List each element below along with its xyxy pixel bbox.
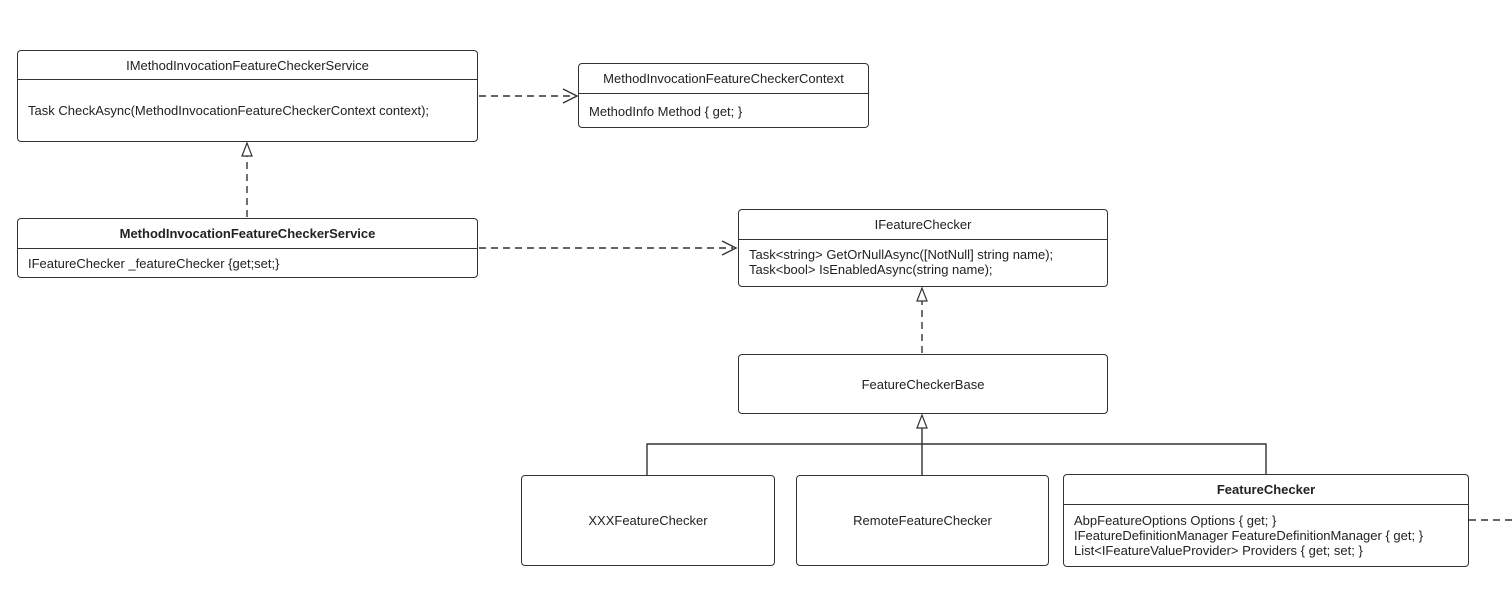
class-members: Task CheckAsync(MethodInvocationFeatureC…: [18, 80, 477, 118]
class-name: MethodInvocationFeatureCheckerContext: [579, 64, 868, 94]
member-line: AbpFeatureOptions Options { get; }: [1074, 513, 1277, 528]
class-name: FeatureCheckerBase: [861, 376, 985, 392]
class-box-ifeaturechecker[interactable]: IFeatureChecker Task<string> GetOrNullAs…: [738, 209, 1108, 287]
member-line: IFeatureDefinitionManager FeatureDefinit…: [1074, 528, 1424, 543]
realization-arrow-base-to-ifeaturechecker: [916, 286, 928, 353]
realization-arrow-service-to-iservice: [241, 141, 253, 217]
class-box-remotefeaturechecker[interactable]: RemoteFeatureChecker: [796, 475, 1049, 566]
class-members: MethodInfo Method { get; }: [579, 94, 868, 119]
class-box-imethodinvocationfeaturecheckerservice[interactable]: IMethodInvocationFeatureCheckerService T…: [17, 50, 478, 142]
class-members: IFeatureChecker _featureChecker {get;set…: [18, 249, 477, 271]
class-name: XXXFeatureChecker: [588, 513, 708, 528]
dependency-arrow-service-to-ifeaturechecker: [479, 240, 738, 256]
class-name: MethodInvocationFeatureCheckerService: [18, 219, 477, 249]
class-box-xxxfeaturechecker[interactable]: XXXFeatureChecker: [521, 475, 775, 566]
generalization-tree-to-base: [646, 413, 1267, 475]
class-members: AbpFeatureOptions Options { get; } IFeat…: [1064, 505, 1468, 558]
member-line: MethodInfo Method { get; }: [589, 104, 743, 119]
class-name: IFeatureChecker: [739, 210, 1107, 240]
member-line: IFeatureChecker _featureChecker {get;set…: [28, 256, 280, 271]
class-name: IMethodInvocationFeatureCheckerService: [18, 51, 477, 80]
class-name: FeatureChecker: [1064, 475, 1468, 505]
class-box-methodinvocationfeaturecheckercontext[interactable]: MethodInvocationFeatureCheckerContext Me…: [578, 63, 869, 128]
member-line: Task<string> GetOrNullAsync([NotNull] st…: [749, 247, 1054, 262]
member-line: Task CheckAsync(MethodInvocationFeatureC…: [28, 103, 430, 118]
member-line: List<IFeatureValueProvider> Providers { …: [1074, 543, 1363, 558]
class-members: Task<string> GetOrNullAsync([NotNull] st…: [739, 240, 1107, 277]
class-box-featurecheckerbase[interactable]: FeatureCheckerBase: [738, 354, 1108, 414]
dependency-arrow-iservice-to-context: [479, 88, 579, 104]
class-box-featurechecker[interactable]: FeatureChecker AbpFeatureOptions Options…: [1063, 474, 1469, 567]
class-box-methodinvocationfeaturecheckerservice[interactable]: MethodInvocationFeatureCheckerService IF…: [17, 218, 478, 278]
class-name: RemoteFeatureChecker: [853, 513, 992, 528]
member-line: Task<bool> IsEnabledAsync(string name);: [749, 262, 993, 277]
